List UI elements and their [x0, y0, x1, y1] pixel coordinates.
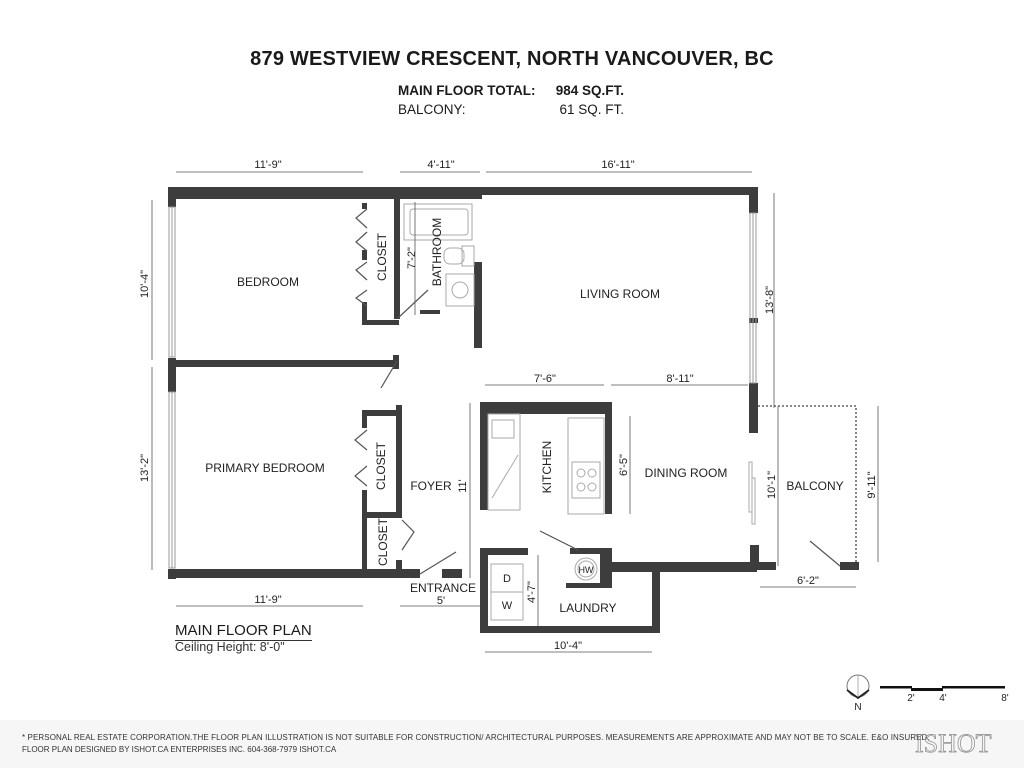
- main-floor-area: MAIN FLOOR TOTAL: 984 SQ.FT.: [398, 83, 624, 98]
- room-label-entrance: ENTRANCE: [410, 581, 476, 595]
- washer-label: W: [502, 600, 513, 612]
- room-label-foyer-closet: CLOSET: [376, 517, 390, 566]
- room-label-balcony: BALCONY: [786, 479, 843, 493]
- main-floor-label: MAIN FLOOR TOTAL:: [398, 83, 536, 98]
- ceiling-height: Ceiling Height: 8'-0": [175, 640, 285, 654]
- room-labels: BEDROOM CLOSET BATHROOM LIVING ROOM PRIM…: [205, 218, 843, 615]
- room-label-foyer: FOYER: [410, 479, 452, 493]
- dimension-lines: [151, 171, 879, 653]
- property-address: 879 WESTVIEW CRESCENT, NORTH VANCOUVER, …: [250, 48, 774, 70]
- disclaimer-text: * PERSONAL REAL ESTATE CORPORATION.THE F…: [22, 733, 930, 742]
- designer-credit: FLOOR PLAN DESIGNED BY ISHOT.CA ENTERPRI…: [22, 745, 337, 754]
- dim-balcony-width: 6'-2": [797, 575, 819, 587]
- dim-kitchen-depth: 6'-5": [618, 454, 630, 476]
- room-label-bedroom-closet: CLOSET: [375, 232, 389, 281]
- dim-living-depth: 13'-8": [764, 286, 776, 314]
- room-label-primary-closet: CLOSET: [374, 441, 388, 490]
- floor-plan: BEDROOM CLOSET BATHROOM LIVING ROOM PRIM…: [139, 159, 1009, 713]
- dim-primary-depth: 13'-2": [139, 454, 151, 482]
- balcony-area: BALCONY: 61 SQ. FT.: [398, 102, 624, 117]
- hot-water-label: HW: [579, 565, 594, 575]
- room-label-living-room: LIVING ROOM: [580, 287, 660, 301]
- dim-living-width: 16'-11": [601, 159, 634, 171]
- room-label-bathroom: BATHROOM: [430, 218, 444, 286]
- room-label-bedroom: BEDROOM: [237, 275, 299, 289]
- dryer-label: D: [503, 573, 511, 585]
- north-arrow: N: [846, 674, 870, 713]
- scale-8ft: 8': [1001, 693, 1009, 704]
- room-label-kitchen: KITCHEN: [540, 441, 554, 494]
- doors: [354, 208, 841, 575]
- dim-laundry-depth: 4'-7": [526, 581, 538, 603]
- dim-bedroom-depth: 10'-4": [139, 270, 151, 298]
- dimension-labels: 11'-9" 4'-11" 16'-11" 10'-4" 7'-2" 13'-8…: [139, 159, 878, 652]
- dim-kitchen-width: 7'-6": [534, 373, 556, 385]
- dim-dining-depth: 10'-1": [766, 471, 778, 499]
- dim-bedroom-width: 11'-9": [254, 159, 281, 171]
- dim-laundry-width: 10'-4": [554, 640, 582, 652]
- north-label: N: [854, 702, 861, 713]
- footer: [0, 720, 1024, 768]
- dim-balcony-depth: 9'-11": [866, 471, 878, 498]
- balcony-railing: [758, 405, 857, 562]
- dim-bathroom-depth: 7'-2": [406, 247, 418, 269]
- dim-entrance-width: 5': [437, 595, 445, 607]
- windows: [168, 206, 757, 569]
- dim-foyer-depth: 11': [457, 479, 469, 493]
- balcony-area-label: BALCONY:: [398, 102, 466, 117]
- scale-bar: 2' 4' 8': [880, 686, 1009, 704]
- appliance-labels: D W HW: [502, 565, 594, 612]
- dim-dining-width: 8'-11": [666, 373, 693, 385]
- scale-2ft: 2': [907, 693, 915, 704]
- dim-primary-width: 11'-9": [254, 594, 281, 606]
- balcony-area-value: 61 SQ. FT.: [559, 102, 624, 117]
- room-label-laundry: LAUNDRY: [559, 601, 616, 615]
- walls: [168, 187, 859, 633]
- fixtures: [403, 203, 756, 621]
- plan-title: MAIN FLOOR PLAN: [175, 622, 312, 641]
- room-label-dining-room: DINING ROOM: [645, 466, 728, 480]
- room-label-primary-bedroom: PRIMARY BEDROOM: [205, 461, 325, 475]
- ishot-logo: ISHOT: [915, 729, 992, 759]
- dim-bathroom-width: 4'-11": [427, 159, 454, 171]
- main-floor-value: 984 SQ.FT.: [555, 83, 624, 98]
- scale-4ft: 4': [939, 693, 947, 704]
